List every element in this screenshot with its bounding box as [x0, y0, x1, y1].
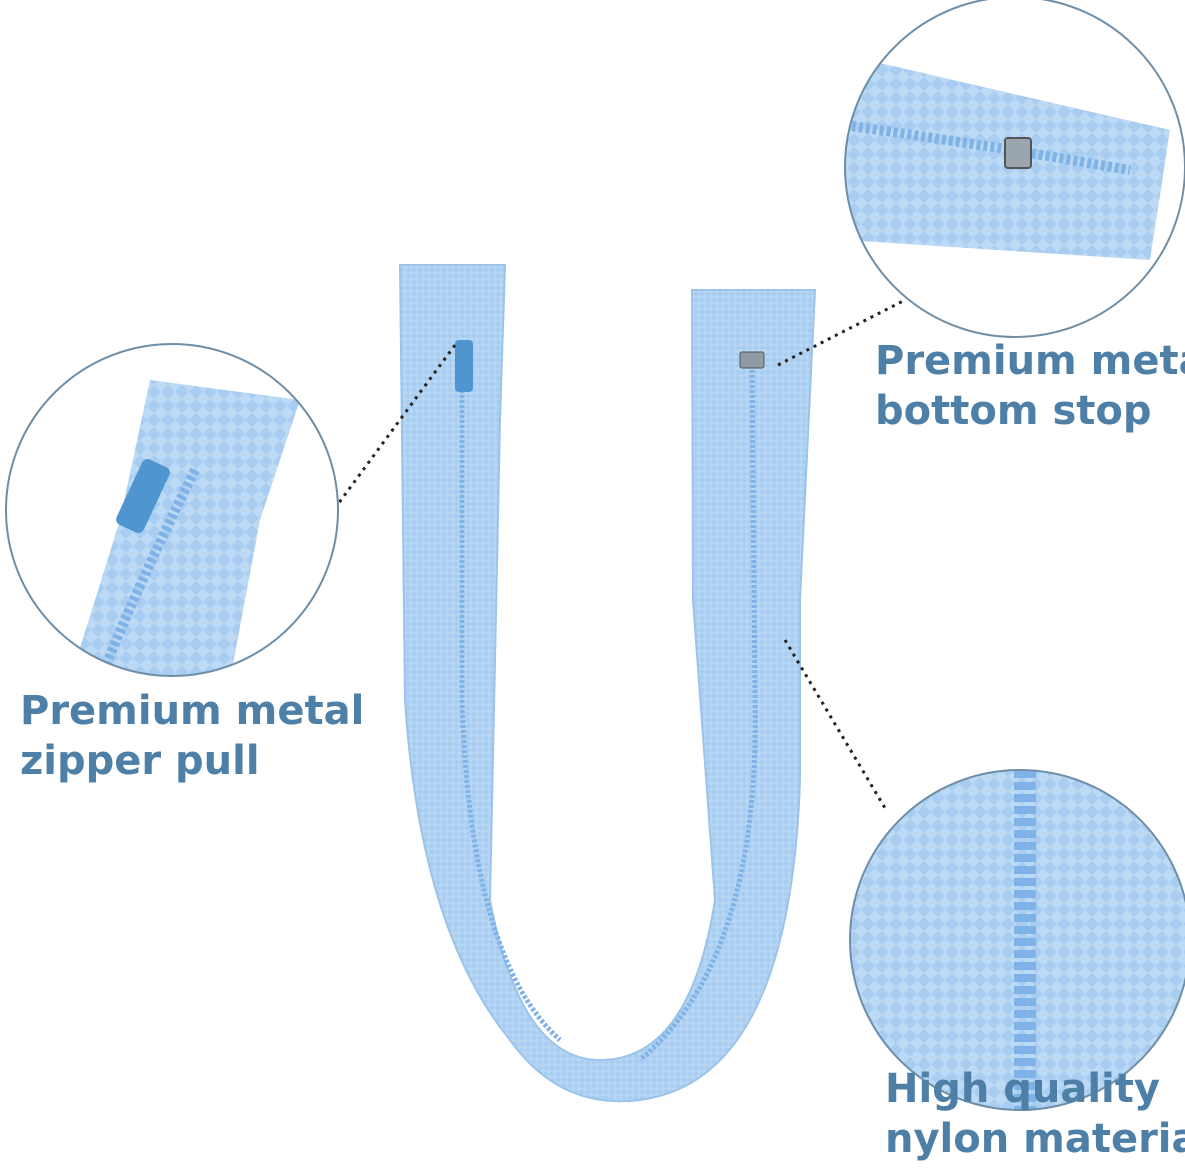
bottom-stop — [739, 351, 765, 369]
caption-line: High quality — [885, 1066, 1160, 1112]
detail-circle-zipper-pull — [5, 343, 339, 677]
connector-line — [783, 639, 887, 809]
caption-bottom-stop: Premium metal bottom stop — [875, 336, 1185, 436]
detail-circle-bottom-stop — [844, 0, 1185, 338]
caption-line: bottom stop — [875, 388, 1152, 434]
caption-nylon: High quality nylon material — [885, 1064, 1185, 1164]
caption-line: zipper pull — [20, 738, 260, 784]
detail-circle-nylon — [849, 769, 1185, 1111]
slider — [455, 340, 473, 392]
zipper — [398, 264, 817, 1103]
caption-line: Premium metal — [20, 688, 365, 734]
caption-line: Premium metal — [875, 338, 1185, 384]
caption-zipper-pull: Premium metal zipper pull — [20, 686, 364, 786]
connector-line — [328, 344, 457, 516]
caption-line: nylon material — [885, 1116, 1185, 1162]
